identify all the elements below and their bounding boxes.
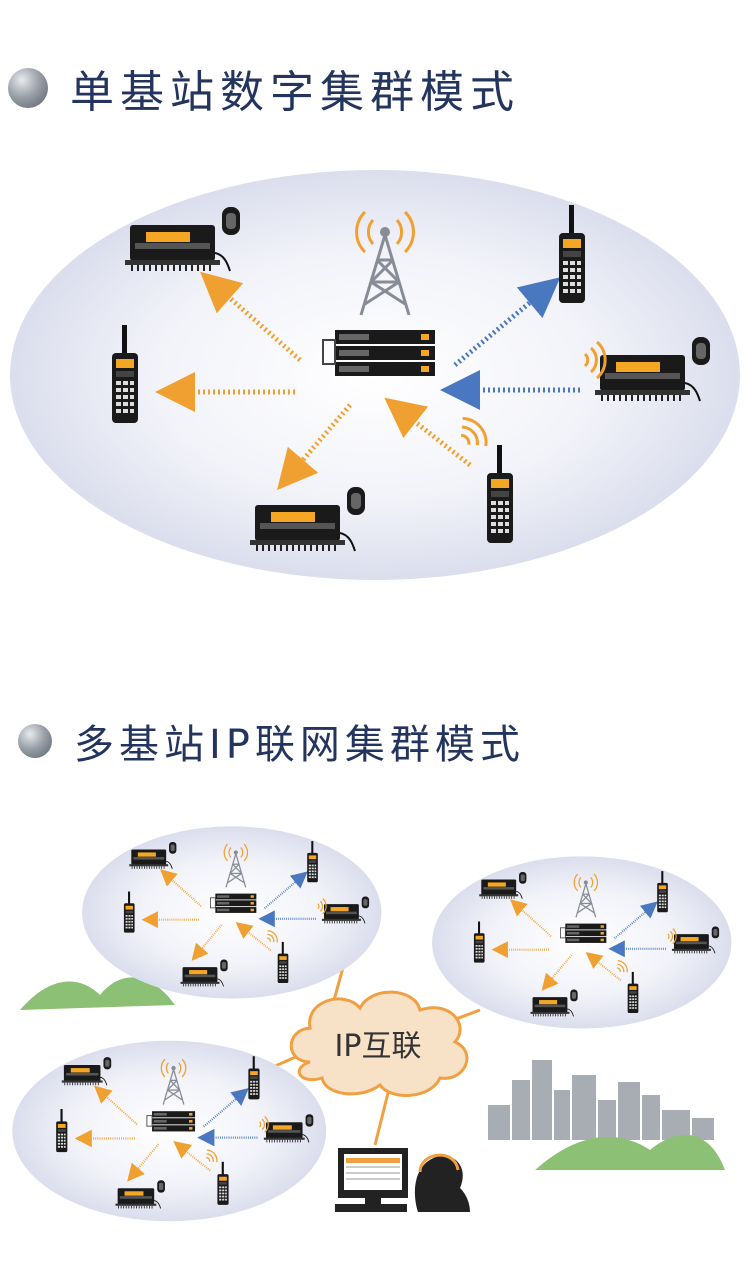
site-cell-1 [82,826,381,998]
dispatch-console-icon [335,1148,470,1212]
ip-cloud: IP互联 [289,990,469,1097]
city-skyline-icon [488,1060,714,1140]
site-cell-3 [12,1041,326,1221]
single-site-cell [10,170,740,580]
section1-title: 单基站数字集群模式 [70,67,520,118]
section2-heading: 多基站IP联网集群模式 [18,712,525,770]
hills-right [535,1134,725,1170]
site-cell-2 [432,856,731,1028]
single-site-diagram [0,150,750,600]
cloud-label: IP互联 [335,1029,422,1064]
multi-site-diagram: IP互联 [0,800,750,1260]
hills-left [20,977,175,1010]
bullet-icon [8,68,48,108]
bullet-icon [18,724,52,758]
section1-heading: 单基站数字集群模式 [8,56,520,120]
section2-title: 多基站IP联网集群模式 [74,722,525,768]
